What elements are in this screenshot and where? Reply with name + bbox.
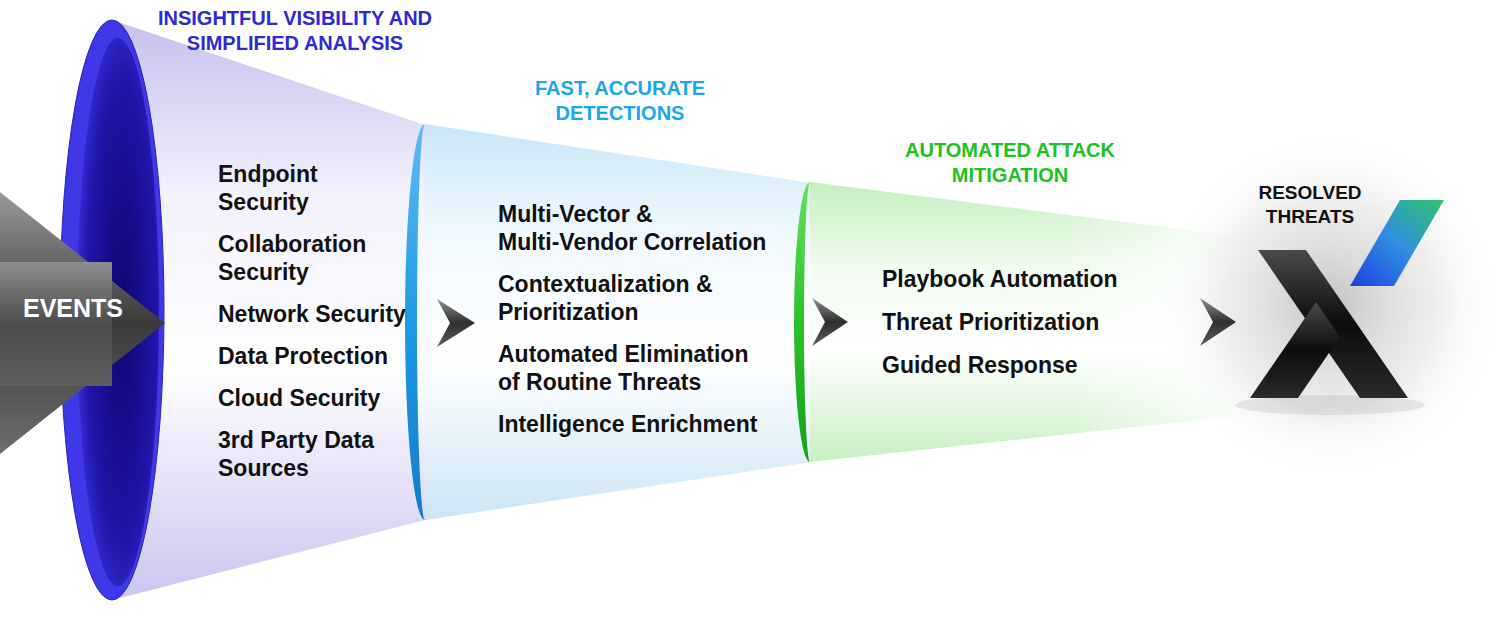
text-word: Network [218, 301, 309, 327]
logo-caption: RESOLVED THREATS [1245, 181, 1375, 229]
text-word: Party [260, 427, 318, 453]
capability-item: Data Protection [218, 342, 433, 370]
logo-x-stroke [1250, 302, 1340, 398]
text-word: DETECTIONS [556, 102, 685, 124]
text-word: SIMPLIFIED [187, 32, 299, 54]
text-word: ANALYSIS [304, 32, 403, 54]
text-word: FAST, [535, 77, 589, 99]
text-word: Collaboration [218, 231, 366, 257]
text-word: Protection [274, 343, 388, 369]
text-word: Data [324, 427, 374, 453]
funnel-ring [405, 124, 425, 520]
text-word: ACCURATE [594, 77, 705, 99]
capability-item: Network Security [218, 300, 433, 328]
text-word: Automation [990, 266, 1118, 292]
stage-heading: INSIGHTFUL VISIBILITY AND SIMPLIFIED ANA… [145, 6, 445, 56]
text-word: Prioritization [959, 309, 1100, 335]
node-shape [0, 192, 165, 454]
text-word: Sources [218, 455, 309, 481]
text-word: Security [218, 259, 309, 285]
text-word: Enrichment [631, 411, 758, 437]
capability-item: Collaboration Security [218, 230, 433, 286]
funnel-mouth [77, 38, 159, 586]
funnel-ring [794, 182, 810, 462]
item-list: Multi-Vector & Multi-Vendor CorrelationC… [498, 200, 788, 438]
capability-item: Endpoint Security [218, 160, 368, 216]
text-word: Security [218, 189, 309, 215]
text-word: Multi-Vendor [498, 229, 637, 255]
text-word: Elimination [625, 341, 749, 367]
text-word: Playbook [882, 266, 984, 292]
text-word: Response [968, 352, 1078, 378]
text-word: 3rd [218, 427, 254, 453]
text-word: VISIBILITY [283, 7, 384, 29]
text-word: Intelligence [498, 411, 625, 437]
text-word: Prioritization [498, 299, 639, 325]
shape-group [1155, 130, 1500, 480]
text-word: RESOLVED [1258, 182, 1361, 203]
text-word: Automated [498, 341, 618, 367]
shape-group [405, 124, 812, 520]
text-word: Multi-Vector [498, 201, 630, 227]
text-word: Correlation [644, 229, 767, 255]
text-word: & [636, 201, 653, 227]
text-word: Routine [526, 369, 612, 395]
funnel-stage: AUTOMATED ATTACK MITIGATIONPlaybook Auto… [848, 182, 1200, 462]
item-list: Endpoint SecurityCollaboration SecurityN… [218, 160, 433, 482]
events-arrow: EVENTS [0, 192, 165, 454]
arrow-label: EVENTS [0, 293, 146, 323]
text-word: THREATS [1266, 206, 1354, 227]
capability-item: Automated Elimination of Routine Threats [498, 340, 763, 396]
text-word: AND [389, 7, 432, 29]
funnel-mouth-rim [60, 20, 164, 600]
logo-badge: RESOLVED THREATS [1236, 175, 1466, 425]
text-word: & [696, 271, 713, 297]
capability-item: Threat Prioritization [882, 308, 1202, 336]
text-word: Security [290, 385, 381, 411]
text-word: Data [218, 343, 268, 369]
text-word: Guided [882, 352, 961, 378]
text-word: Threats [618, 369, 701, 395]
capability-item: Playbook Automation [882, 265, 1202, 293]
capability-item: Cloud Security [218, 384, 433, 412]
stage-heading: FAST, ACCURATE DETECTIONS [520, 76, 720, 126]
text-word: Contextualization [498, 271, 690, 297]
capability-item: Intelligence Enrichment [498, 410, 788, 438]
text-word: Security [315, 301, 406, 327]
text-word: ATTACK [1036, 139, 1115, 161]
stage-heading: AUTOMATED ATTACK MITIGATION [890, 138, 1130, 188]
text-word: of [498, 369, 520, 395]
capability-item: Multi-Vector & Multi-Vendor Correlation [498, 200, 788, 256]
arrow-body [0, 262, 112, 386]
capability-item: Guided Response [882, 351, 1202, 379]
item-list: Playbook AutomationThreat Prioritization… [882, 265, 1202, 379]
text-word: INSIGHTFUL [158, 7, 278, 29]
text-word: EVENTS [23, 294, 123, 322]
shape-group [60, 20, 437, 600]
text-word: AUTOMATED [905, 139, 1031, 161]
text-word: Endpoint [218, 161, 318, 187]
funnel-body [425, 124, 812, 520]
text-word: Cloud [218, 385, 283, 411]
logo-slash [1350, 200, 1444, 286]
logo-glow [1155, 130, 1500, 480]
text-word: Threat [882, 309, 952, 335]
funnel-stage: FAST, ACCURATE DETECTIONSMulti-Vector & … [475, 124, 812, 520]
capability-item: Contextualization & Prioritization [498, 270, 738, 326]
text-word: MITIGATION [952, 164, 1068, 186]
capability-item: 3rd Party Data Sources [218, 426, 433, 482]
